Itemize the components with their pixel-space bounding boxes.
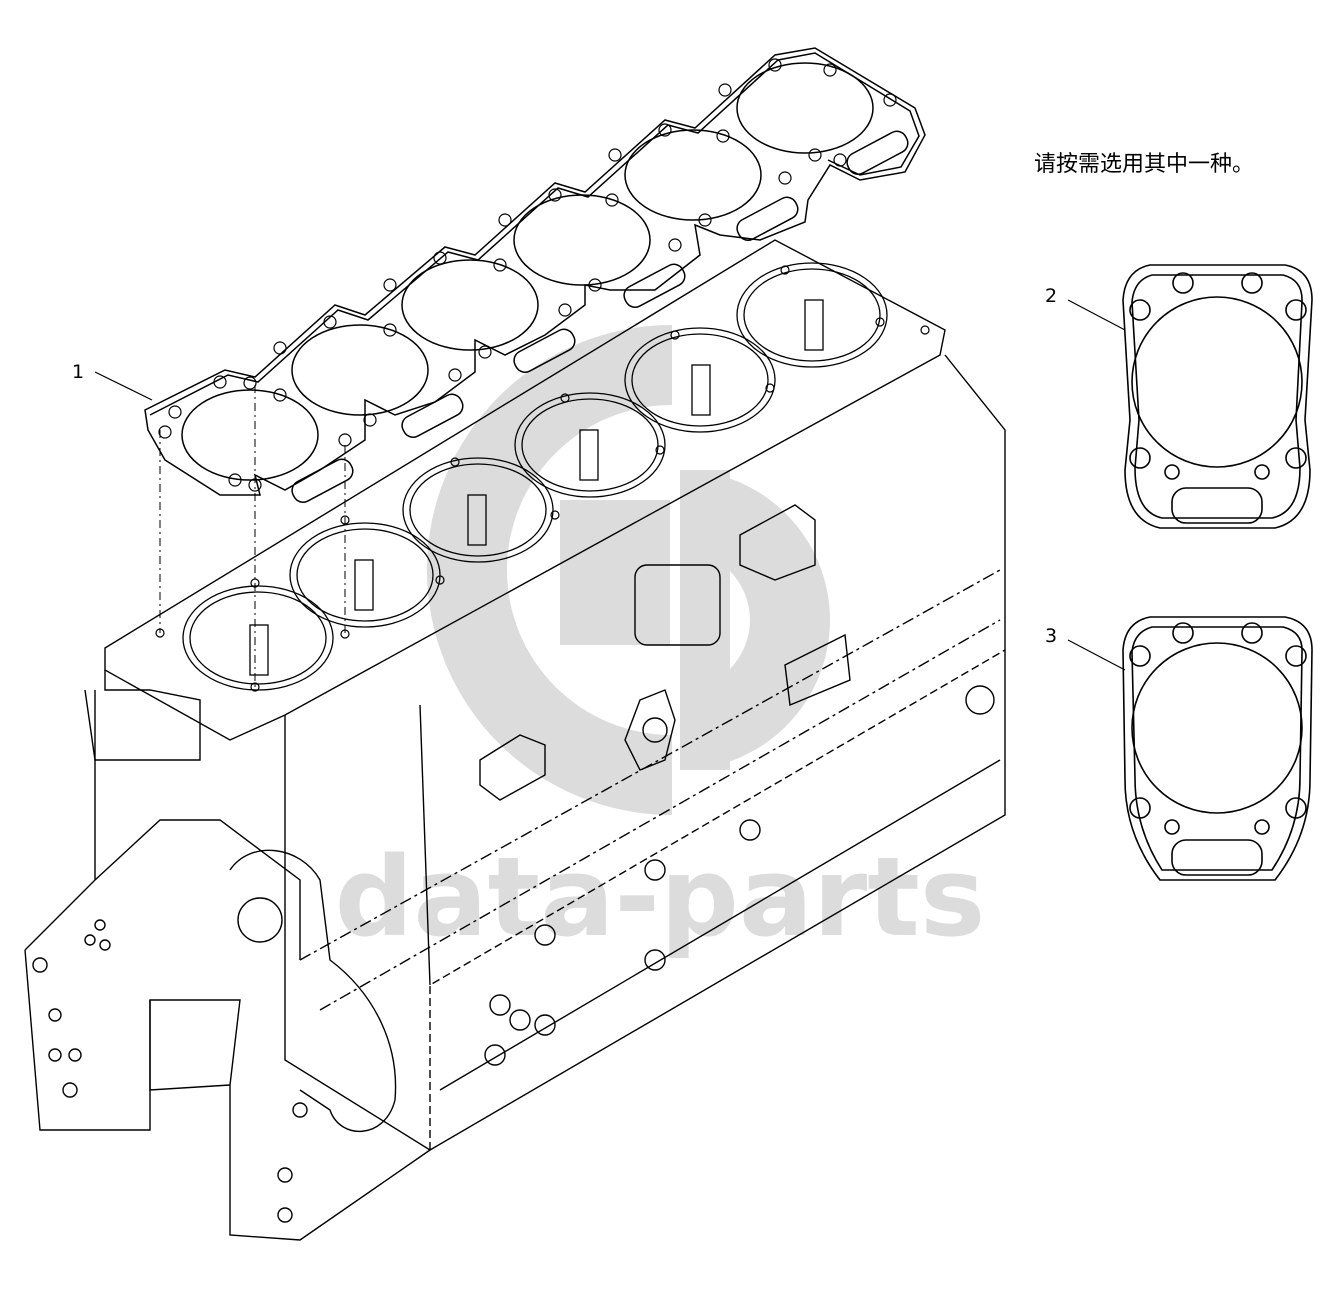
callout-leaders (94, 299, 1126, 671)
callout-1: 1 (72, 361, 84, 383)
head-gasket-strip (144, 47, 926, 503)
projection-lines (159, 385, 346, 687)
callout-3: 3 (1045, 625, 1057, 647)
engine-block (24, 239, 1006, 1241)
callout-2: 2 (1045, 285, 1057, 307)
selection-note: 请按需选用其中一种。 (1034, 152, 1255, 177)
watermark-text: data-parts (335, 833, 986, 961)
watermark-logo (426, 324, 830, 815)
gasket-item-3 (1122, 616, 1313, 881)
gasket-item-2 (1122, 264, 1313, 529)
